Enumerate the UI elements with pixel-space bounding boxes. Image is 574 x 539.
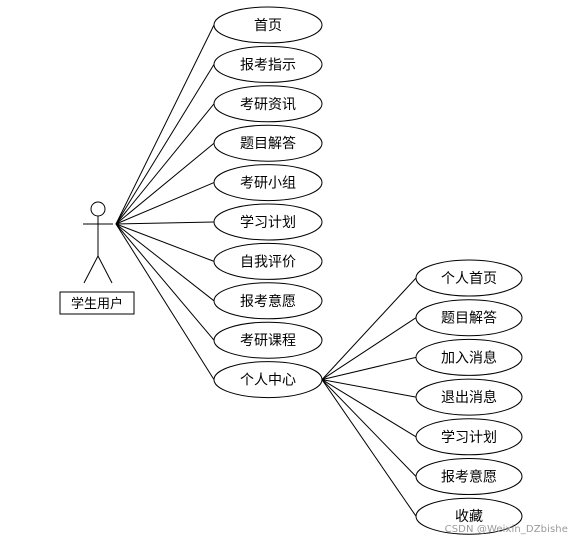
use-case-label: 加入消息 <box>441 349 497 366</box>
use-case-ellipse <box>213 321 323 359</box>
use-case-quit-msg: 退出消息 <box>415 378 523 416</box>
use-case-ellipse <box>213 361 323 399</box>
association-join-msg <box>321 356 417 381</box>
association-study-plan <box>115 221 215 225</box>
use-case-study-plan: 学习计划 <box>213 203 323 241</box>
use-case-label: 报考意愿 <box>240 293 296 310</box>
use-case-join-msg: 加入消息 <box>415 338 523 376</box>
association-pc-qa <box>321 317 417 381</box>
use-case-label: 考研资讯 <box>240 97 296 113</box>
use-case-label: 考研小组 <box>240 176 296 192</box>
use-case-kaoyan-info: 考研资讯 <box>213 85 323 123</box>
use-case-label: 首页 <box>254 18 282 34</box>
use-case-label: 收藏 <box>455 509 483 525</box>
use-case-ellipse <box>213 85 323 123</box>
actor-label: 学生用户 <box>71 296 123 312</box>
use-case-ellipse <box>415 378 523 416</box>
use-case-ellipse <box>213 6 323 44</box>
association-lines <box>115 24 417 517</box>
use-case-ellipse <box>415 418 523 456</box>
use-case-favorites: 收藏 <box>415 497 523 535</box>
use-case-self-eval: 自我评价 <box>213 242 323 280</box>
use-case-label: 学习计划 <box>441 430 497 446</box>
association-qa <box>115 142 215 225</box>
use-case-label: 个人首页 <box>441 271 497 287</box>
actor-right-leg <box>97 255 113 284</box>
use-case-qa: 题目解答 <box>213 124 323 162</box>
use-case-ellipse <box>415 299 523 337</box>
use-case-label: 退出消息 <box>441 389 497 406</box>
use-case-pc-intent: 报考意愿 <box>415 458 523 495</box>
use-case-ellipse <box>415 338 523 376</box>
use-case-pc-qa: 题目解答 <box>415 299 523 337</box>
association-exam-guide <box>115 64 215 225</box>
use-case-pc-plan: 学习计划 <box>415 418 523 456</box>
association-kaoyan-info <box>115 103 215 225</box>
association-home <box>115 24 215 225</box>
use-case-personal-home: 个人首页 <box>415 259 523 297</box>
use-case-study-group: 考研小组 <box>213 164 323 202</box>
association-pc-intent <box>321 379 417 477</box>
watermark: CSDN @Weixin_DZbishe <box>444 524 568 535</box>
use-case-personal-center: 个人中心 <box>213 361 323 399</box>
association-quit-msg <box>321 379 417 398</box>
use-case-label: 学习计划 <box>240 215 296 231</box>
actor-left-leg <box>83 255 99 284</box>
actor-head-icon <box>90 201 106 217</box>
use-case-ellipse <box>213 242 323 280</box>
use-case-exam-guide: 报考指示 <box>213 45 323 83</box>
use-case-ellipse <box>415 497 523 535</box>
use-case-ellipse <box>415 458 523 495</box>
association-pc-plan <box>321 379 417 438</box>
use-case-label: 报考指示 <box>240 57 296 73</box>
use-case-courses: 考研课程 <box>213 321 323 359</box>
use-case-label: 个人中心 <box>240 373 296 389</box>
use-case-label: 题目解答 <box>240 135 296 152</box>
use-case-ellipse <box>415 259 523 297</box>
use-case-ellipse <box>213 124 323 162</box>
use-case-ellipse <box>213 282 323 320</box>
use-case-ellipse <box>213 45 323 83</box>
association-favorites <box>321 379 417 517</box>
use-case-label: 报考意愿 <box>441 469 497 486</box>
use-case-label: 自我评价 <box>240 254 296 270</box>
association-personal-center <box>115 223 215 380</box>
association-self-eval <box>115 223 215 262</box>
use-case-ellipse <box>213 203 323 241</box>
use-case-exam-intent: 报考意愿 <box>213 282 323 320</box>
actor-label-box <box>59 291 135 315</box>
association-courses <box>115 223 215 341</box>
association-study-group <box>115 182 215 225</box>
actor-student-user: 学生用户 <box>59 201 135 315</box>
association-personal-home <box>321 277 417 380</box>
association-exam-intent <box>115 223 215 302</box>
use-case-label: 考研课程 <box>240 333 296 349</box>
use-case-ellipse <box>213 164 323 202</box>
use-case-label: 题目解答 <box>441 310 497 327</box>
use-case-home: 首页 <box>213 6 323 44</box>
